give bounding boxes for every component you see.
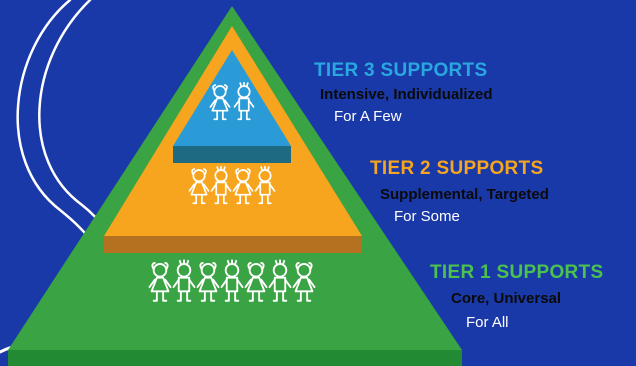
tier2-base-shade (104, 236, 362, 253)
tier3-description: Intensive, Individualized (320, 86, 493, 103)
person-icon (172, 259, 196, 302)
person-icon (220, 259, 244, 302)
person-icon (196, 262, 220, 302)
person-icon (233, 81, 255, 121)
curve-outer (16, 0, 102, 252)
person-icon (244, 262, 268, 302)
tier1-scope: For All (466, 314, 509, 331)
person-icon (148, 262, 172, 302)
tier2-scope: For Some (394, 208, 460, 225)
person-icon (254, 165, 276, 205)
tier3-base-shade (173, 146, 291, 163)
tier3-band (173, 50, 291, 146)
tier1-people (148, 259, 316, 302)
tier2-description: Supplemental, Targeted (380, 186, 549, 203)
tier3-title: TIER 3 SUPPORTS (314, 60, 488, 81)
person-icon (188, 168, 210, 205)
curve-inner (38, 0, 110, 234)
person-icon (268, 259, 292, 302)
tier3-people (209, 81, 255, 121)
tier1-description: Core, Universal (451, 290, 562, 307)
tier1-title: TIER 1 SUPPORTS (430, 262, 604, 283)
person-icon (209, 84, 231, 121)
person-icon (292, 262, 316, 302)
tier1-base-shade (8, 350, 462, 366)
tier2-people (188, 165, 276, 205)
person-icon (210, 165, 232, 205)
person-icon (232, 168, 254, 205)
tier2-title: TIER 2 SUPPORTS (370, 158, 544, 179)
tier3-scope: For A Few (334, 108, 402, 125)
